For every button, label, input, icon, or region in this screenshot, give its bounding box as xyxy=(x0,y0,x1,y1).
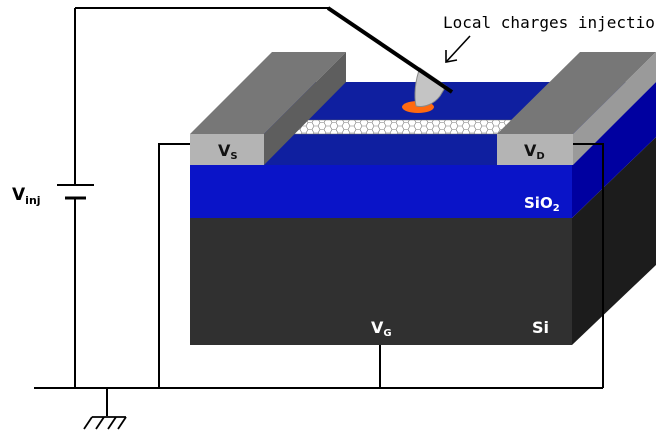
si-label: Si xyxy=(532,318,549,337)
drain-front-face xyxy=(497,134,573,165)
vg-label: VG xyxy=(371,318,392,339)
drain-wire xyxy=(573,143,604,388)
si-front-face xyxy=(190,218,572,345)
si-substrate xyxy=(190,137,656,345)
sio2-side-face xyxy=(572,82,656,218)
source-wire xyxy=(158,143,190,388)
drain-electrode xyxy=(497,52,656,165)
vinj-label: Vinj xyxy=(12,185,41,207)
source-front-face xyxy=(190,134,264,165)
vs-label: VS xyxy=(218,141,238,162)
annotation-label: Local charges injection xyxy=(443,13,656,32)
vd-label: VD xyxy=(524,141,545,162)
source-top-face xyxy=(190,52,346,134)
source-electrode xyxy=(190,52,346,165)
circuit-wires xyxy=(34,7,604,416)
si-side-face xyxy=(572,137,656,345)
source-side-face xyxy=(264,52,346,165)
battery-icon xyxy=(57,184,94,200)
graphene-channel xyxy=(291,119,515,135)
drain-side-face xyxy=(573,52,656,165)
drain-top-face xyxy=(497,52,656,134)
afm-tip-icon xyxy=(326,6,454,107)
sio2-front-face xyxy=(190,165,572,218)
annotation-arrow xyxy=(445,35,471,63)
ground-icon xyxy=(83,416,127,430)
sio2-label: SiO2 xyxy=(524,194,560,214)
